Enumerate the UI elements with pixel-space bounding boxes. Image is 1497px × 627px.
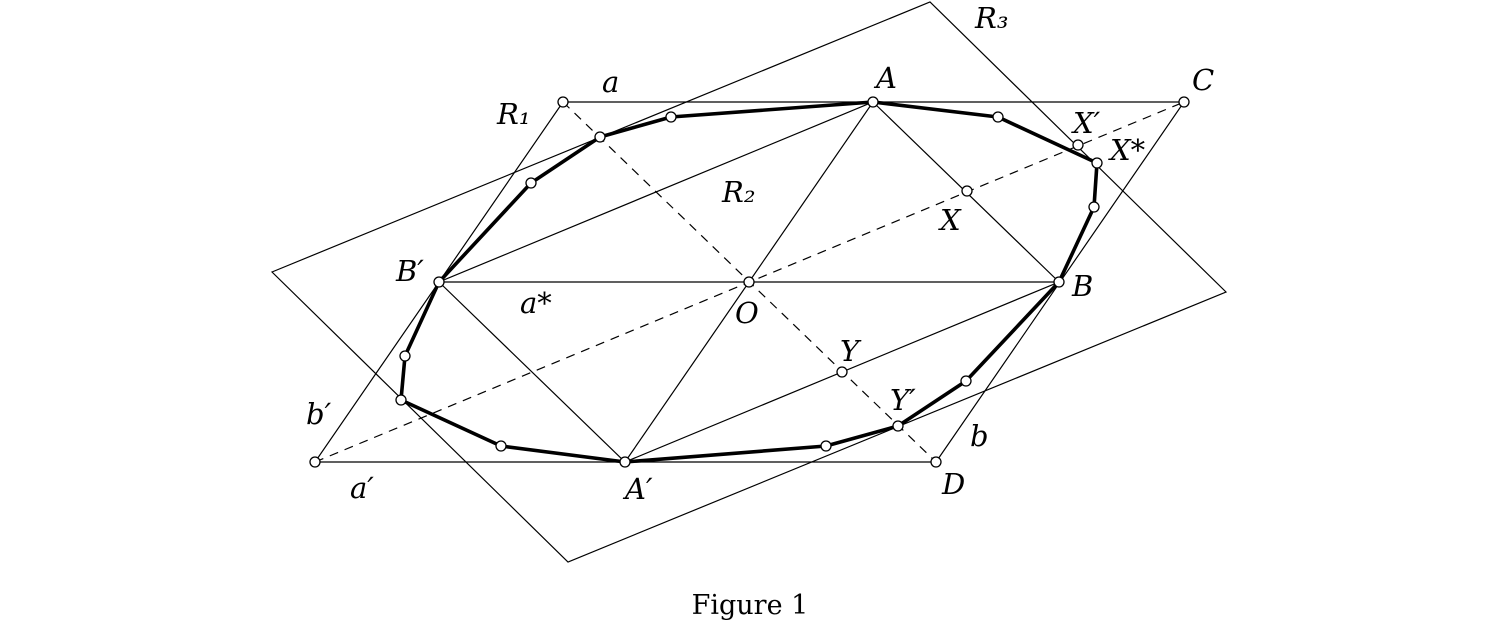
label-r1: R₁ xyxy=(496,97,530,131)
label-a-prime-line: a′ xyxy=(350,471,374,505)
point-corner-top-left xyxy=(557,96,569,108)
figure-caption: Figure 1 xyxy=(692,590,809,621)
points xyxy=(309,96,1190,468)
label-b-prime: B′ xyxy=(395,254,424,288)
point-x-star xyxy=(1091,157,1103,169)
point xyxy=(495,440,507,452)
label-y-prime: Y′ xyxy=(890,383,916,417)
point-a xyxy=(867,96,879,108)
label-c: C xyxy=(1192,63,1214,97)
point-x-prime xyxy=(1072,139,1084,151)
point-d xyxy=(930,456,942,468)
point-corner-bottom-left xyxy=(309,456,321,468)
point xyxy=(594,131,606,143)
label-y: Y xyxy=(840,334,862,368)
point-x xyxy=(961,185,973,197)
label-b-prime-line: b′ xyxy=(306,397,332,431)
point-o xyxy=(743,276,755,288)
label-x: X xyxy=(938,203,962,237)
point xyxy=(992,111,1004,123)
label-a: A xyxy=(873,61,897,95)
point xyxy=(395,394,407,406)
label-r2: R₂ xyxy=(721,175,755,209)
label-b: B xyxy=(1071,269,1093,303)
point-y-prime xyxy=(892,420,904,432)
point-y xyxy=(836,366,848,378)
point-b xyxy=(1053,276,1065,288)
label-x-star: X* xyxy=(1108,133,1146,167)
label-d: D xyxy=(941,467,965,501)
label-a-prime: A′ xyxy=(622,472,653,506)
point-a-prime xyxy=(619,456,631,468)
label-a-star-line: a* xyxy=(520,286,552,320)
parallelogram-r3 xyxy=(270,1,1228,563)
point xyxy=(399,350,411,362)
point xyxy=(665,111,677,123)
point xyxy=(525,177,537,189)
point-c xyxy=(1178,96,1190,108)
point xyxy=(960,375,972,387)
label-a-line: a xyxy=(602,65,619,99)
label-b-line: b xyxy=(970,419,989,453)
point-b-prime xyxy=(433,276,445,288)
point xyxy=(820,440,832,452)
label-o: O xyxy=(735,296,759,330)
label-x-prime: X′ xyxy=(1071,106,1101,140)
point xyxy=(1088,201,1100,213)
label-r3: R₃ xyxy=(974,1,1008,35)
